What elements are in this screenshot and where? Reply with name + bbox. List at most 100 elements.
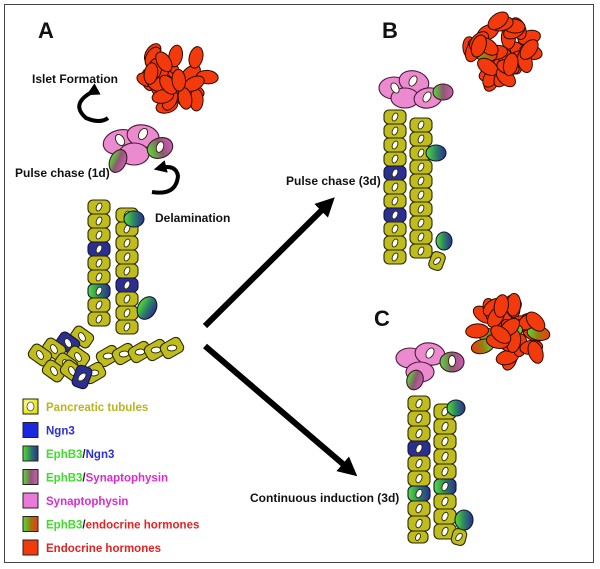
tubule-cell: [115, 263, 139, 279]
endocrine-cell: [465, 323, 489, 339]
tubule-cell: [409, 173, 433, 189]
tubule-cell: [407, 515, 431, 532]
endocrine-cell: [493, 294, 509, 318]
tubule-cell: [407, 500, 431, 517]
ephb3-cell: [136, 296, 158, 320]
tubule-cell: [407, 455, 431, 472]
legend-label: Endocrine hormones: [46, 543, 161, 555]
legend-label: EphB3/endocrine hormones: [46, 520, 199, 532]
tubule-cell: [433, 508, 457, 525]
tubule-cell: [433, 493, 457, 510]
ephb3-cell: [123, 210, 145, 228]
tubule-cell: [159, 336, 185, 360]
tubule-cell: [87, 255, 111, 271]
ngn3-cell: [71, 364, 93, 390]
figure-frame: [4, 4, 594, 563]
tubule-cell: [115, 235, 139, 251]
tubule-cell: [383, 123, 407, 139]
tubule-cell: [407, 470, 431, 487]
tubule-cell: [409, 215, 433, 231]
ephb3-cell: [435, 231, 453, 251]
endocrine-cell: [487, 11, 509, 31]
tubule-cell: [409, 159, 433, 175]
tubule-cell: [383, 249, 407, 265]
tubule-cell: [87, 227, 111, 243]
legend-item: Ngn3: [22, 422, 75, 438]
tubule-cell: [433, 448, 457, 465]
ngn3-cell: [407, 440, 431, 457]
ephb3-ngn3-cell: [433, 478, 457, 495]
endocrine-cell: [525, 311, 546, 332]
tubule-cell: [87, 269, 111, 285]
continuous-induction-label: Continuous induction (3d): [250, 491, 399, 505]
tubule-cell: [383, 179, 407, 195]
legend-label: EphB3/Ngn3: [46, 449, 114, 461]
islet-formation-arrow: [77, 83, 110, 123]
endocrine-cell: [470, 34, 487, 58]
tubule-cell: [383, 151, 407, 167]
tubule-cell: [407, 395, 431, 412]
pulse-chase-3d-label: Pulse chase (3d): [286, 174, 381, 188]
blue-square-icon: [22, 422, 39, 438]
tubule-cell: [428, 251, 446, 271]
ngn3-cell: [115, 277, 139, 293]
endocrine-cell: [188, 46, 204, 69]
tubule-cell: [27, 343, 53, 367]
panel-label-b: B: [382, 18, 398, 43]
ephb3-ngn3-cell: [87, 283, 111, 299]
islet-cluster-b: [462, 11, 543, 92]
delamination-arrow: [151, 160, 181, 195]
tubule-cell: [407, 530, 429, 544]
legend-label: Pancreatic tubules: [46, 402, 148, 414]
delaminated-cells-a: [102, 124, 174, 173]
tubule-cell: [383, 193, 407, 209]
tubule-cell: [407, 425, 431, 442]
legend-item: Endocrine hormones: [22, 539, 161, 556]
ngn3-cell: [383, 165, 407, 181]
continuous-induction-arrow: [203, 343, 358, 477]
tubule-cell: [87, 199, 111, 215]
islet-formation-label: Islet Formation: [32, 72, 118, 86]
tubule-cell: [383, 137, 407, 153]
legend-item: EphB3/Ngn3: [22, 445, 114, 462]
tubule-cell: [87, 297, 111, 313]
pancreatic-tubule-b: [383, 109, 453, 271]
islet-cluster-a: [136, 43, 219, 114]
delaminated-cells-c: [395, 342, 465, 391]
ngn3-cell: [383, 207, 407, 223]
endocrine-cell: [527, 340, 544, 364]
green-red-gradient-icon: [22, 516, 39, 532]
endocrine-cell: [519, 39, 539, 60]
legend-item: EphB3/Synaptophysin: [22, 469, 168, 485]
tubule-cell: [409, 243, 433, 259]
tubule-cell: [41, 359, 67, 383]
tubule-cell: [407, 410, 431, 427]
ephb3-cell: [446, 399, 466, 417]
pulse-chase-3d-arrow: [202, 197, 335, 329]
tubule-cell: [450, 528, 468, 546]
endocrine-cell: [502, 52, 519, 77]
endocrine-cell: [155, 51, 173, 73]
panel-label-a: A: [38, 18, 54, 43]
tubule-cell: [383, 221, 407, 237]
green-blue-gradient-icon: [22, 445, 39, 462]
pancreatic-tubule-a: [27, 199, 185, 390]
legend-label: EphB3/Synaptophysin: [46, 473, 168, 485]
tubule-cell: [433, 433, 457, 450]
tubule-cell: [87, 311, 111, 327]
tubule-cell: [383, 235, 407, 251]
endocrine-cell: [168, 44, 183, 68]
tubule-cell: [115, 319, 139, 335]
legend-item: EphB3/endocrine hormones: [22, 516, 199, 532]
legend-label: Ngn3: [46, 426, 75, 438]
legend-item: Pancreatic tubules: [22, 398, 148, 415]
endocrine-cell: [490, 325, 512, 344]
endocrine-cell: [143, 62, 159, 85]
tubule-cell: [409, 201, 433, 217]
delamination-label: Delamination: [155, 211, 230, 225]
legend-item: Synaptophysin: [22, 492, 128, 509]
tubule-cell: [115, 305, 139, 321]
ngn3-cell: [87, 241, 111, 257]
islet-cluster-c: [465, 292, 551, 371]
ephb3-cell: [425, 144, 447, 162]
